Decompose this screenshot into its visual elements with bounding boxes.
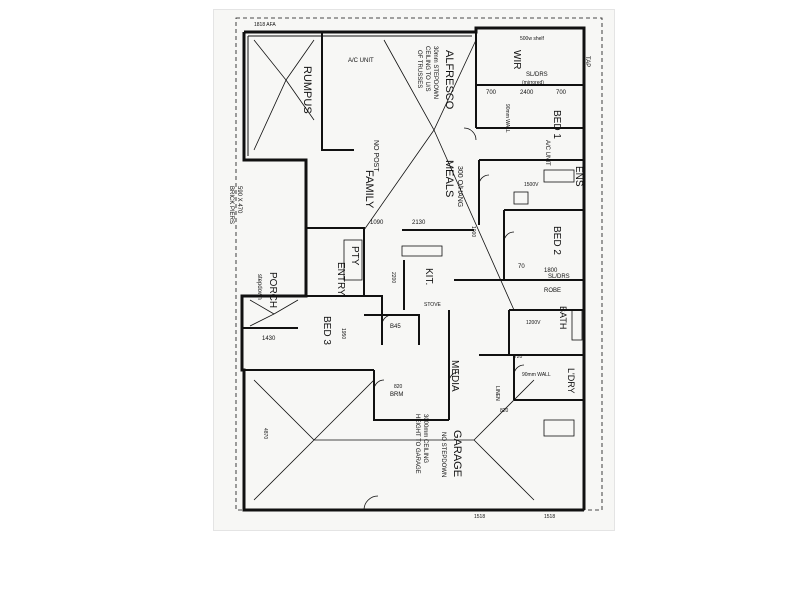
- dim-1500v: 1500V: [524, 182, 539, 188]
- dimension-labels: 1818 AFA 2400 700 700 1090 2130 1800 195…: [254, 22, 567, 520]
- room-family: FAMILY: [363, 170, 375, 209]
- boundary-line: [235, 17, 603, 511]
- alfresco-note2: CEILING TO U/S: [424, 46, 430, 91]
- room-porch: PORCH: [267, 272, 278, 308]
- room-bath: BATH: [558, 306, 568, 329]
- floor-plan: ALFRESCO 30mm STEPDOWN CEILING TO U/S OF…: [228, 17, 603, 520]
- note-sl-drs-2: SL/DRS: [548, 274, 570, 280]
- alfresco-note3: OF TRUSSES: [416, 50, 422, 88]
- room-entry: ENTRY: [335, 262, 346, 296]
- plan-notes: A/C UNIT A/C UNIT NO POST 300 O/HANG SL/…: [228, 36, 590, 378]
- note-overhang: 300 O/HANG: [456, 166, 463, 207]
- note-brick-piers: BRICK PIERS: [228, 186, 234, 224]
- room-ens: ENS: [573, 166, 584, 187]
- note-b45: B45: [390, 324, 401, 330]
- room-bed1: BED 1: [551, 110, 562, 139]
- toilet-ens: [513, 191, 529, 205]
- dim-720: 720: [514, 354, 523, 360]
- dim-700b: 700: [556, 90, 567, 96]
- note-ac-unit: A/C UNIT: [348, 58, 374, 64]
- alfresco-note1: 30mm STEPDOWN: [432, 46, 438, 99]
- room-kit: KIT.: [423, 268, 434, 285]
- dim-700a: 700: [486, 90, 497, 96]
- dim-2200: 2200: [390, 272, 396, 283]
- note-mirrored: (mirrored): [522, 80, 544, 86]
- note-sl-drs-1: SL/DRS: [526, 72, 548, 78]
- note-pier-size: 590 X 470: [236, 186, 242, 214]
- dim-1518b: 1518: [544, 514, 555, 520]
- room-rumpus: RUMPUS: [301, 66, 313, 114]
- room-media: MEDIA: [449, 360, 460, 392]
- room-wir: WIR: [511, 50, 522, 69]
- dim-1518a: 1518: [474, 514, 485, 520]
- dim-70: 70: [518, 264, 525, 270]
- dim-1000: 1000: [470, 226, 476, 237]
- garage-note2: 3000mm CEILING: [422, 414, 428, 463]
- note-90mm-wall-b: 90mm WALL: [522, 372, 551, 378]
- pantry-shelves: [343, 239, 363, 281]
- room-brm: BRM: [390, 392, 403, 398]
- room-pty: PTY: [349, 246, 360, 266]
- room-linen: LINEN: [494, 386, 500, 401]
- kitchen-island: [401, 245, 443, 257]
- room-bed2: BED 2: [551, 226, 562, 255]
- dim-top-width: 1818 AFA: [254, 22, 276, 28]
- garage-note3: HEIGHT TO GARAGE: [414, 414, 420, 474]
- plan-sheet: ALFRESCO 30mm STEPDOWN CEILING TO U/S OF…: [214, 10, 614, 530]
- dim-4870: 4870: [262, 428, 268, 439]
- note-tap: TAP: [584, 56, 590, 67]
- porch-note: stepdown: [256, 274, 262, 300]
- roof-lines: [249, 39, 535, 501]
- room-labels: ALFRESCO 30mm STEPDOWN CEILING TO U/S OF…: [256, 46, 584, 477]
- interior-walls: [242, 32, 584, 510]
- door-swings: [363, 127, 525, 511]
- dim-820a: 820: [394, 384, 403, 390]
- bath-tub: [571, 309, 583, 341]
- dim-820b: 820: [500, 408, 509, 414]
- note-90mm-wall: 90mm WALL: [504, 104, 510, 133]
- dim-1800: 1800: [544, 268, 558, 274]
- note-no-post: NO POST: [372, 140, 379, 172]
- room-garage: GARAGE: [451, 430, 463, 477]
- laundry-tub: [543, 419, 575, 437]
- dim-2130: 2130: [412, 220, 426, 226]
- dim-1430: 1430: [262, 336, 276, 342]
- note-shelf: 500w shelf: [520, 36, 545, 42]
- room-bed3: BED 3: [321, 316, 332, 345]
- vanity-ens: [543, 169, 575, 183]
- garage-note1: NO STEPDOWN: [440, 432, 446, 477]
- exterior-walls: [240, 26, 586, 512]
- dim-2400: 2400: [520, 90, 534, 96]
- dim-1200v: 1200V: [526, 320, 541, 326]
- dim-1090: 1090: [370, 220, 384, 226]
- room-alfresco: ALFRESCO: [443, 50, 455, 110]
- dim-1950: 1950: [340, 328, 346, 339]
- room-meals: MEALS: [443, 160, 455, 197]
- fixtures: [343, 169, 583, 437]
- room-ldry: L'DRY: [566, 368, 576, 394]
- note-stove: STOVE: [424, 302, 442, 308]
- room-robe: ROBE: [544, 288, 561, 294]
- note-ac-unit-2: A/C UNIT: [544, 140, 550, 166]
